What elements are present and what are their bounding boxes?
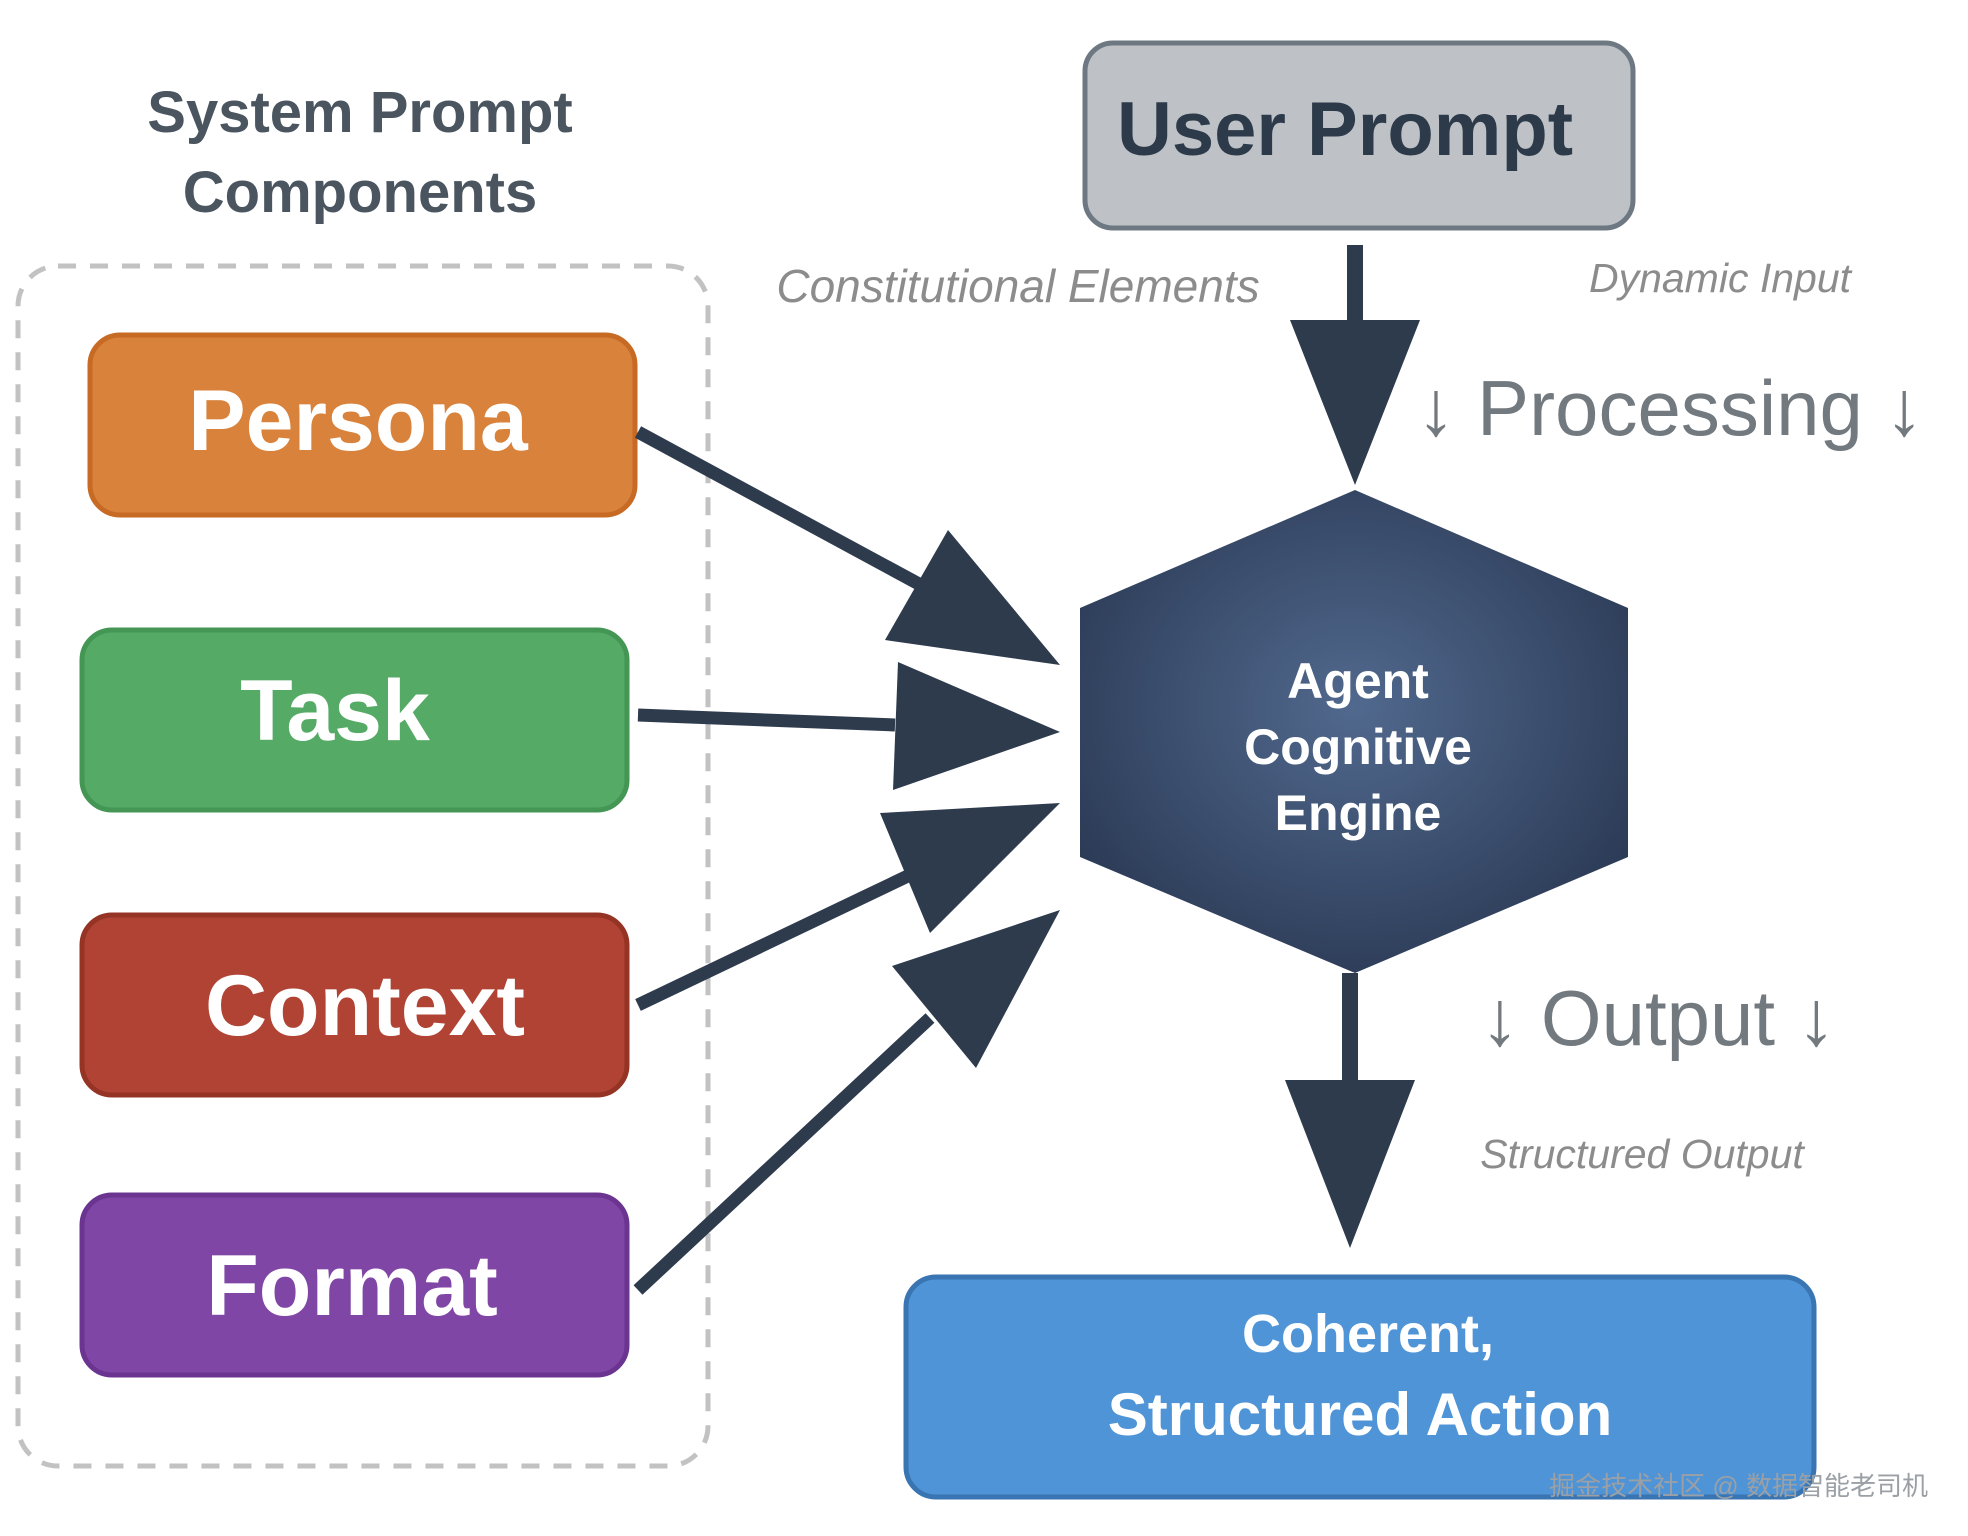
context-label: Context: [205, 958, 525, 1054]
context-box: [79, 912, 630, 1098]
task-label: Task: [240, 663, 430, 759]
action-box: [903, 1274, 1817, 1500]
components-group-border: [15, 263, 711, 1469]
task-arrow-head: [893, 662, 1060, 790]
task-arrow-shaft: [637, 708, 896, 732]
action-label-line1: Coherent,: [1242, 1304, 1494, 1364]
structured-output-note: Structured Output: [1480, 1131, 1805, 1177]
engine-label-line2: Cognitive: [1244, 719, 1472, 775]
format-arrow-head: [892, 910, 1060, 1068]
engine-label-line1: Agent: [1287, 653, 1429, 709]
task-box: [79, 627, 630, 813]
section-title-line2: Components: [183, 160, 537, 225]
context-arrow-head: [880, 803, 1060, 933]
user-prompt-label: User Prompt: [1117, 87, 1573, 172]
format-box: [79, 1192, 630, 1378]
context-arrow-shaft: [635, 868, 915, 1011]
persona-arrow-head: [885, 530, 1060, 665]
dynamic-input-note: Dynamic Input: [1589, 255, 1853, 301]
constitutional-elements-note: Constitutional Elements: [776, 260, 1259, 312]
persona-arrow-shaft: [634, 426, 934, 596]
output-note: ↓ Output ↓: [1480, 974, 1836, 1062]
processing-note: ↓ Processing ↓: [1416, 364, 1923, 452]
persona-box: [87, 332, 638, 518]
format-arrow-shaft: [633, 1013, 935, 1295]
action-label-line2: Structured Action: [1108, 1381, 1612, 1448]
output-arrow-head: [1285, 1080, 1415, 1248]
engine-label-line3: Engine: [1275, 785, 1442, 841]
agent-engine-hexagon: [1080, 490, 1628, 973]
user-prompt-box: [1082, 40, 1636, 231]
persona-label: Persona: [188, 373, 529, 469]
watermark-text: 掘金技术社区 @ 数据智能老司机: [1549, 1471, 1928, 1501]
user-prompt-arrow-head: [1290, 320, 1420, 485]
section-title-line1: System Prompt: [147, 80, 572, 145]
format-label: Format: [206, 1238, 497, 1334]
